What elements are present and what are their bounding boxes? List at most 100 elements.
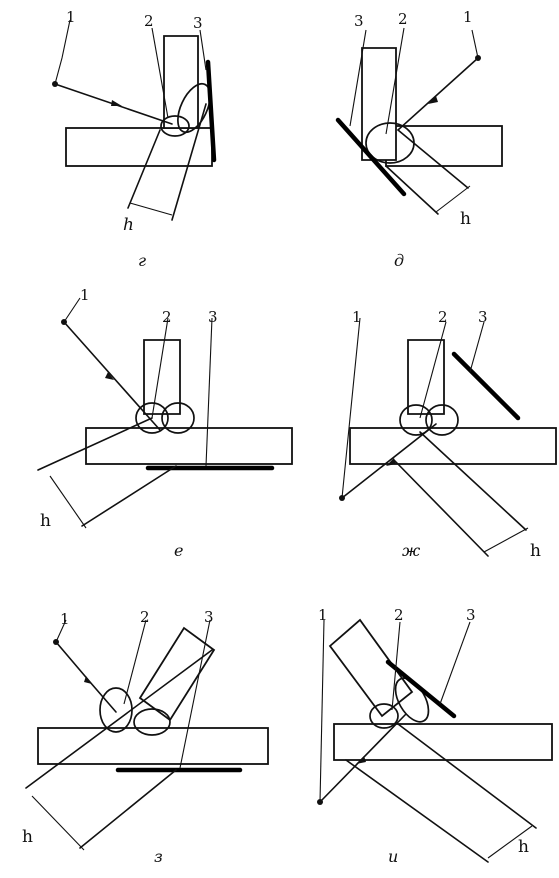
label-thickness: h [123, 215, 134, 235]
weld-bead [369, 703, 399, 729]
weld-bead [177, 82, 211, 134]
horizontal-plate [65, 127, 213, 167]
film-strip [205, 59, 217, 163]
projection-line [127, 129, 161, 209]
leader-line [349, 29, 367, 127]
ray-arrow-icon [428, 96, 438, 104]
dimension-line [435, 185, 471, 213]
label-film: 3 [354, 12, 364, 30]
leader-line [63, 297, 81, 323]
leader-line [123, 619, 147, 705]
leader-line [439, 621, 471, 705]
label-source: 1 [80, 286, 90, 304]
weld-bead [135, 402, 169, 434]
label-weld: 2 [144, 12, 154, 30]
label-film: 3 [193, 14, 203, 32]
leader-line [319, 619, 325, 803]
leader-line [391, 621, 401, 711]
label-weld: 2 [162, 308, 172, 326]
projection-line [397, 723, 537, 829]
label-thickness: h [22, 827, 33, 847]
caption-e: е [174, 541, 183, 560]
horizontal-plate [37, 727, 269, 765]
projection-line [345, 759, 489, 863]
horizontal-plate [333, 723, 553, 761]
panel-i: 1 2 3 h и [317, 606, 553, 866]
dimension-line [31, 795, 85, 851]
film-strip [451, 351, 521, 421]
vertical-plate [143, 339, 181, 415]
projection-line [419, 431, 527, 531]
leader-line [419, 321, 447, 419]
panel-d: 1 2 3 h д [335, 8, 503, 270]
projection-line [385, 165, 439, 215]
ray-line [341, 423, 437, 499]
vertical-plate [163, 35, 199, 129]
caption-i: и [388, 847, 398, 866]
label-thickness: h [530, 541, 541, 561]
ray-arrow-icon [105, 372, 114, 380]
weld-bead [425, 404, 459, 436]
label-source: 1 [66, 8, 76, 26]
leader-line [179, 619, 211, 769]
label-film: 3 [204, 608, 214, 626]
weld-bead [99, 687, 133, 733]
weld-bead [161, 402, 195, 434]
caption-d: д [394, 251, 404, 270]
projection-line [79, 769, 177, 849]
panel-g: 1 2 3 h г [52, 8, 217, 270]
projection-line [397, 129, 469, 189]
label-thickness: h [518, 837, 529, 857]
inclined-plate [138, 626, 216, 722]
ray-arrow-icon [111, 100, 122, 106]
panel-z: 1 2 3 h з [22, 608, 269, 866]
ray-line [397, 57, 479, 131]
label-weld: 2 [394, 606, 404, 624]
label-thickness: h [460, 209, 471, 229]
leader-line [341, 317, 361, 499]
weld-bead [133, 708, 171, 736]
projection-line [81, 465, 177, 527]
leader-line [55, 619, 67, 643]
projection-line [25, 649, 213, 789]
projection-line [171, 103, 207, 221]
inclined-plate [328, 618, 414, 718]
leader-line [205, 317, 213, 467]
leader-line [54, 19, 71, 85]
label-film: 3 [466, 606, 476, 624]
dimension-line [487, 825, 533, 859]
panel-e: 1 2 3 h е [37, 286, 293, 560]
ray-line [63, 321, 161, 431]
leader-line [199, 29, 207, 71]
label-source: 1 [318, 606, 328, 624]
weld-bead [399, 404, 433, 436]
label-weld: 2 [398, 10, 408, 28]
horizontal-plate [85, 427, 293, 465]
label-weld: 2 [438, 308, 448, 326]
film-strip [335, 117, 407, 197]
dimension-line [129, 202, 173, 216]
caption-zh: ж [402, 541, 421, 560]
label-source: 1 [60, 610, 70, 628]
label-thickness: h [40, 511, 51, 531]
leader-line [151, 27, 169, 119]
leader-line [469, 321, 485, 373]
leader-line [385, 27, 405, 135]
projection-line [393, 459, 489, 557]
ray-arrow-icon [84, 676, 92, 684]
leader-line [151, 317, 169, 419]
dimension-line [483, 527, 529, 553]
label-source: 1 [463, 8, 473, 26]
panel-zh: 1 2 3 h ж [339, 308, 557, 561]
leader-line [471, 29, 479, 59]
label-weld: 2 [140, 608, 150, 626]
horizontal-plate [349, 427, 557, 465]
weld-bead [160, 115, 190, 137]
projection-line [37, 417, 153, 471]
label-film: 3 [478, 308, 488, 326]
dimension-line [49, 475, 87, 529]
film-strip [385, 659, 457, 719]
caption-z: з [154, 847, 163, 866]
